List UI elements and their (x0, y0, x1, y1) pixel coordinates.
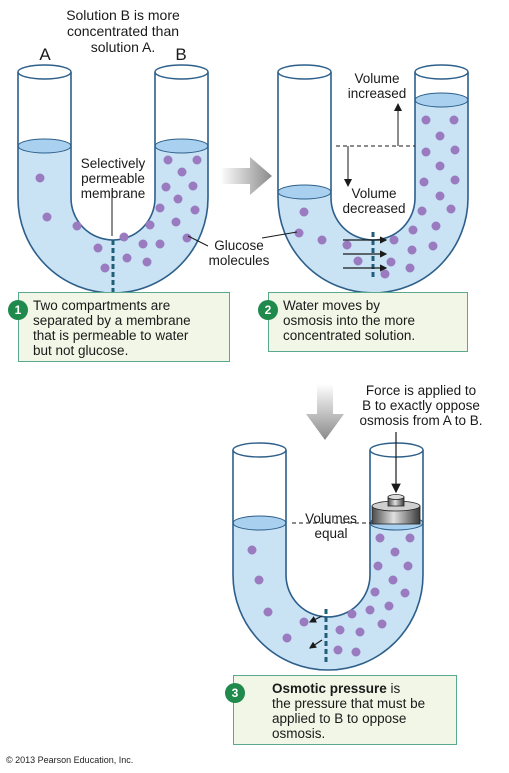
step-1-box: Two compartments are separated by a memb… (18, 292, 230, 362)
weight-icon (371, 494, 421, 525)
tube1-liquid (18, 146, 208, 293)
tube1-glucose (35, 155, 202, 273)
volumes-equal-label: Volumes equal (305, 511, 357, 541)
tube3-flow-arrows (308, 615, 323, 649)
tube3-outline (232, 450, 424, 671)
step-3-box: Osmotic pressure is the pressure that mu… (233, 675, 457, 745)
membrane-label: Selectively permeable membrane (80, 156, 146, 201)
process-arrow-down (306, 384, 344, 440)
tube3-surface-a (232, 515, 287, 531)
tube1-rim-a (17, 64, 72, 80)
step-2-text: Water moves by osmosis into the more con… (283, 298, 416, 343)
tube1-surface-a (17, 138, 72, 154)
step-1-badge: 1 (8, 300, 28, 320)
u-tube-1 (17, 64, 209, 294)
tube3-liquid (233, 523, 423, 670)
step-3-rest-text: is the pressure that must be applied to … (272, 681, 426, 741)
step-3-bold-text: Osmotic pressure (272, 681, 387, 696)
tube2-surface-a (277, 184, 332, 200)
glucose-pointer (187, 235, 209, 247)
step-3-badge: 3 (225, 683, 245, 703)
volume-increased-label: Volume increased (347, 71, 407, 101)
step-3-text: Osmotic pressure is the pressure that mu… (272, 681, 448, 741)
tube3-glucose (247, 533, 415, 657)
volume-decreased-label: Volume decreased (342, 186, 406, 216)
force-label: Force is applied to B to exactly oppose … (359, 383, 483, 428)
tube1-label-b: B (175, 45, 187, 64)
u-tube-3 (232, 432, 424, 671)
tube2-rim-b (414, 64, 469, 80)
tube1-label-a: A (39, 45, 51, 64)
tube1-rim-b (154, 64, 209, 80)
step-2-box: Water moves by osmosis into the more con… (268, 292, 468, 352)
u-tube-2 (261, 64, 469, 294)
glucose-label: Glucose molecules (208, 238, 270, 268)
tube2-flow-arrows (343, 236, 388, 272)
tube3-rim-a (232, 442, 287, 458)
tube2-surface-b (414, 92, 469, 108)
step-1-text: Two compartments are separated by a memb… (33, 298, 191, 358)
step-2-badge: 2 (258, 300, 278, 320)
tube2-rim-a (277, 64, 332, 80)
tube2-glucose (294, 115, 460, 279)
glucose-pointer-2 (261, 231, 298, 239)
panel1-heading: Solution B is more concentrated than sol… (66, 7, 180, 55)
process-arrow-right (220, 157, 272, 195)
tube1-surface-b (154, 138, 209, 154)
tube2-liquid (278, 100, 468, 293)
copyright: © 2013 Pearson Education, Inc. (6, 755, 134, 765)
